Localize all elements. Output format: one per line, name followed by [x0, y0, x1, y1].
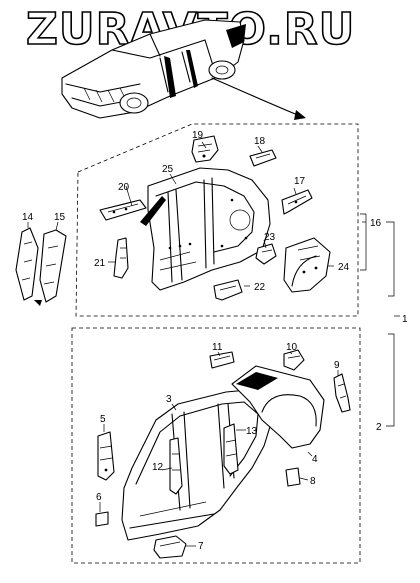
callout-4: 4 — [312, 454, 318, 465]
part-12 — [169, 437, 183, 495]
callout-3: 3 — [166, 394, 172, 405]
part-14-15 — [15, 227, 67, 306]
lower-group-box — [71, 327, 361, 564]
part-20 — [99, 199, 147, 221]
outer-side-panel — [121, 389, 273, 541]
part-4 — [231, 365, 325, 449]
callout-18: 18 — [254, 136, 266, 147]
callout-24: 24 — [338, 262, 350, 273]
part-18 — [249, 149, 277, 167]
upper-group-box — [75, 123, 359, 317]
callout-17: 17 — [294, 176, 306, 187]
part-10 — [283, 349, 305, 371]
part-9 — [333, 373, 351, 413]
car-overview — [61, 19, 306, 120]
part-8 — [285, 467, 301, 487]
part-7 — [153, 535, 187, 559]
part-19 — [191, 135, 219, 163]
callout-8: 8 — [310, 476, 316, 487]
callout-2: 2 — [376, 422, 382, 433]
part-22 — [213, 279, 243, 301]
part-17 — [281, 189, 313, 215]
inner-side-panel — [140, 167, 271, 291]
callout-14: 14 — [22, 212, 34, 223]
callout-1: 1 — [402, 314, 408, 325]
callout-21: 21 — [94, 258, 106, 269]
callout-9: 9 — [334, 360, 340, 371]
callout-6: 6 — [96, 492, 102, 503]
part-13 — [223, 423, 239, 475]
part-6 — [95, 511, 109, 527]
callout-7: 7 — [198, 541, 204, 552]
callout-23: 23 — [264, 232, 276, 243]
callout-19: 19 — [192, 130, 204, 141]
callout-labels: 1 2 3 4 5 6 7 8 9 10 11 12 13 14 15 16 1… — [22, 130, 408, 552]
callout-5: 5 — [100, 414, 106, 425]
callout-13: 13 — [246, 426, 258, 437]
part-5 — [97, 431, 115, 481]
leader-lines — [27, 141, 339, 547]
part-24 — [283, 237, 331, 293]
callout-20: 20 — [118, 182, 130, 193]
callout-16: 16 — [370, 218, 382, 229]
group-brackets — [360, 213, 400, 427]
callout-15: 15 — [54, 212, 66, 223]
callout-12: 12 — [152, 462, 164, 473]
part-21 — [113, 237, 129, 279]
callout-22: 22 — [254, 282, 266, 293]
part-11 — [209, 351, 235, 369]
callout-10: 10 — [286, 342, 298, 353]
callout-11: 11 — [212, 342, 223, 353]
part-23 — [255, 243, 277, 265]
callout-25: 25 — [162, 164, 174, 175]
